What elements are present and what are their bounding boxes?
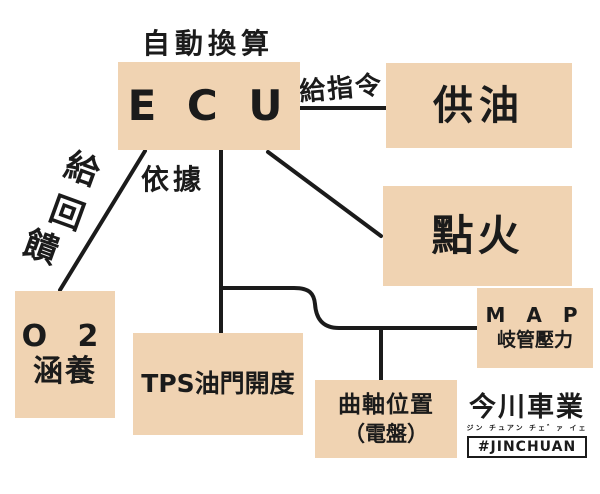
node-map-sensor-line2: 岐管壓力 (496, 329, 573, 352)
label-based-on: 依據 (141, 163, 206, 196)
connector-branch-to-map (219, 286, 479, 330)
label-give-command: 給指令 (298, 70, 385, 108)
node-crank-position-line1: 曲軸位置 (338, 391, 434, 418)
node-ignition: 點火 (383, 186, 572, 286)
node-tps: TPS油門開度 (133, 333, 303, 435)
node-map-sensor-line1: M A P (485, 303, 585, 328)
brand-hashtag: #JINCHUAN (466, 436, 588, 458)
node-crank-position: 曲軸位置 （電盤） (315, 380, 457, 458)
node-o2-sensor-line2: 涵養 (33, 353, 97, 389)
brand-phonetic: ジン チュアン チェ゛ァ イェ (466, 424, 588, 432)
node-map-sensor: M A P 岐管壓力 (477, 288, 593, 368)
node-o2-sensor-line1: O 2 (21, 319, 109, 354)
node-fuel-supply-label: 供油 (433, 82, 525, 129)
node-ecu: E C U (118, 62, 300, 150)
brand-name: 今川車業 (469, 392, 585, 423)
node-crank-position-line2: （電盤） (344, 422, 428, 447)
node-tps-label: TPS油門開度 (141, 368, 295, 398)
node-o2-sensor: O 2 涵養 (15, 291, 115, 418)
brand-logo: 今川車業 ジン チュアン チェ゛ァ イェ #JINCHUAN (458, 394, 596, 458)
node-ecu-label: E C U (127, 80, 291, 130)
label-auto-convert: 自動換算 (142, 27, 275, 60)
connector-o2-to-ecu (58, 149, 147, 292)
node-ignition-label: 點火 (431, 210, 524, 260)
connector-ecu-to-ignition (266, 150, 383, 238)
node-fuel-supply: 供油 (386, 63, 572, 148)
